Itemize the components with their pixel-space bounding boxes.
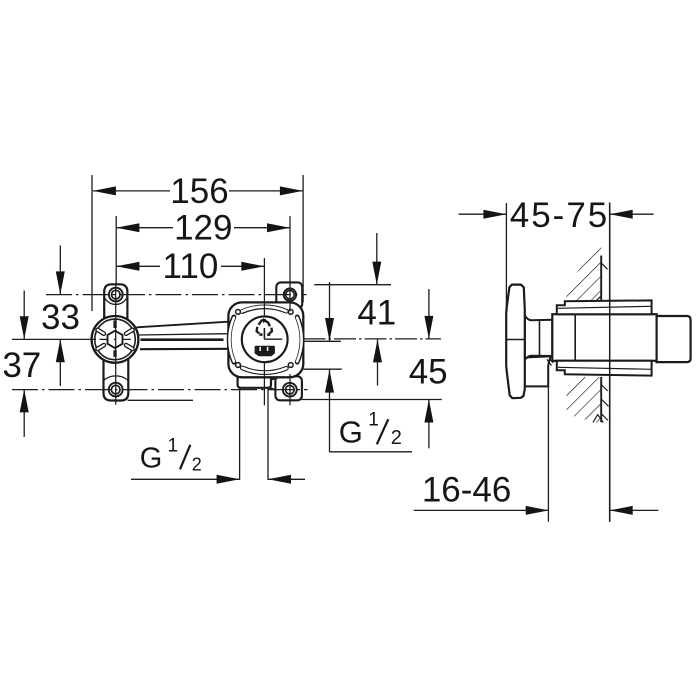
svg-text:2: 2: [192, 455, 202, 475]
svg-text:37: 37: [2, 346, 41, 385]
svg-text:1: 1: [368, 410, 379, 431]
svg-text:G: G: [140, 442, 163, 474]
svg-text:16-46: 16-46: [422, 470, 512, 509]
svg-text:33: 33: [41, 298, 80, 337]
svg-text:G: G: [339, 415, 363, 450]
svg-text:45-75: 45-75: [510, 196, 610, 235]
svg-text:110: 110: [162, 247, 218, 286]
svg-text:2: 2: [391, 427, 402, 449]
svg-text:1: 1: [168, 435, 179, 456]
svg-text:129: 129: [174, 209, 232, 248]
svg-text:45: 45: [409, 353, 448, 392]
svg-text:41: 41: [357, 294, 396, 333]
svg-text:156: 156: [170, 172, 228, 211]
